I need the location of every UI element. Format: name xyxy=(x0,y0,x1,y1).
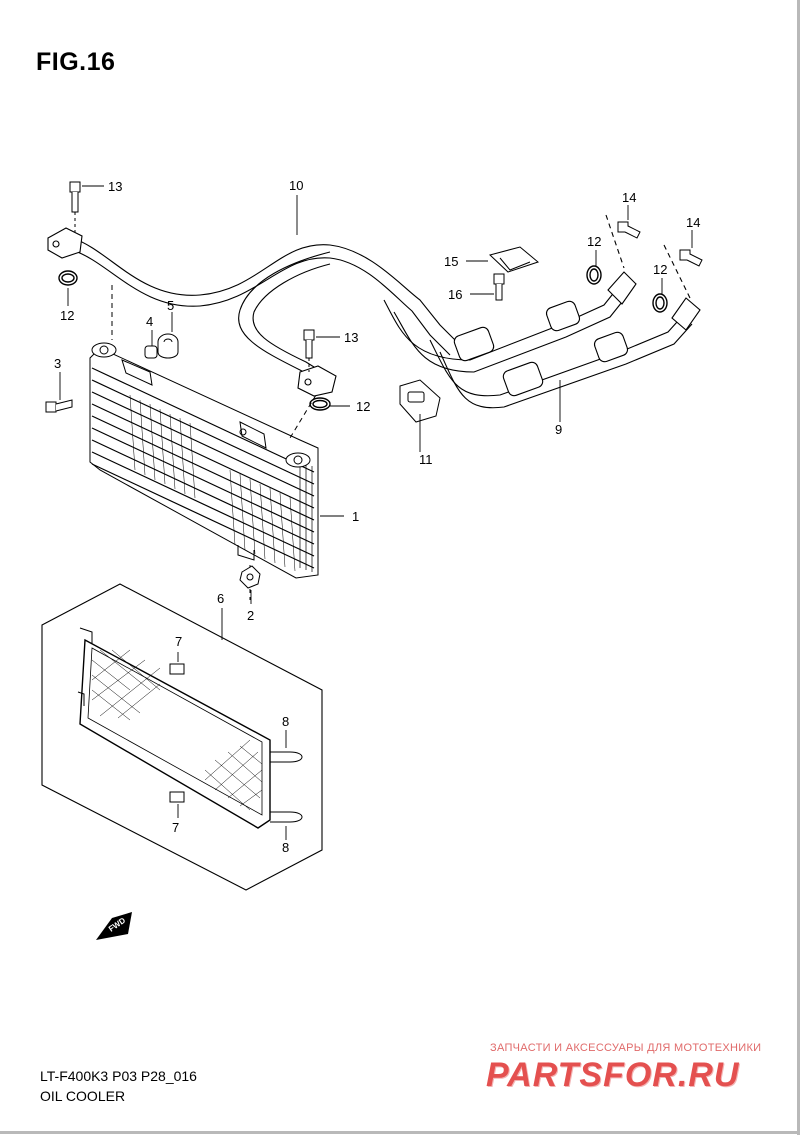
cooler-screen-guard xyxy=(41,583,323,891)
callout-14b: 14 xyxy=(686,215,700,230)
o-ring-12-a xyxy=(58,265,668,411)
figure-title: FIG.16 xyxy=(36,48,116,76)
clamp-15 xyxy=(489,246,540,273)
callout-numbers: 1 2 3 4 5 6 7 7 8 8 9 10 11 12 12 12 12 … xyxy=(54,178,700,855)
callout-3: 3 xyxy=(54,356,61,371)
callout-9: 9 xyxy=(555,422,562,437)
oil-hose-10 xyxy=(47,227,461,397)
callout-12b: 12 xyxy=(356,399,370,414)
callout-14a: 14 xyxy=(622,190,636,205)
callout-5: 5 xyxy=(167,298,174,313)
callout-12c: 12 xyxy=(587,234,601,249)
callout-15: 15 xyxy=(444,254,458,269)
frame-right-border xyxy=(797,0,800,1135)
bolt-14-b xyxy=(679,249,703,267)
oil-hose-9 xyxy=(383,214,701,409)
callout-6: 6 xyxy=(217,591,224,606)
bolt-3 xyxy=(45,399,73,413)
callout-1: 1 xyxy=(352,509,359,524)
callout-11: 11 xyxy=(419,452,433,467)
callout-13b: 13 xyxy=(344,330,358,345)
callout-12a: 12 xyxy=(60,308,74,323)
callout-7b: 7 xyxy=(172,820,179,835)
fwd-arrow-icon: FWD xyxy=(96,912,132,940)
bolt-13-upper xyxy=(69,181,81,232)
callout-4: 4 xyxy=(146,314,153,329)
diagram-name: OIL COOLER xyxy=(40,1088,126,1104)
callout-12d: 12 xyxy=(653,262,667,277)
bolt-14-a xyxy=(617,221,641,239)
callout-2: 2 xyxy=(247,608,254,623)
watermark-tagline: ЗАПЧАСТИ И АКСЕССУАРЫ ДЛЯ МОТОТЕХНИКИ xyxy=(490,1042,762,1054)
callout-16: 16 xyxy=(448,287,462,302)
leader-lines xyxy=(59,185,693,840)
callout-8b: 8 xyxy=(282,840,289,855)
diagram-code: LT-F400K3 P03 P28_016 xyxy=(40,1068,197,1084)
callout-13a: 13 xyxy=(108,179,122,194)
bolt-13-lower xyxy=(303,329,315,372)
nut-2 xyxy=(239,565,261,589)
oil-cooler-core xyxy=(89,285,319,600)
collar-4 xyxy=(144,345,158,359)
callout-10: 10 xyxy=(289,178,303,193)
clamp-11 xyxy=(399,379,441,423)
callout-8a: 8 xyxy=(282,714,289,729)
bolt-16 xyxy=(493,273,505,301)
callout-7a: 7 xyxy=(175,634,182,649)
grommet-5 xyxy=(157,333,179,359)
frame-bottom-border xyxy=(0,1131,800,1134)
watermark-logo: PARTSFOR.RU xyxy=(486,1056,740,1094)
